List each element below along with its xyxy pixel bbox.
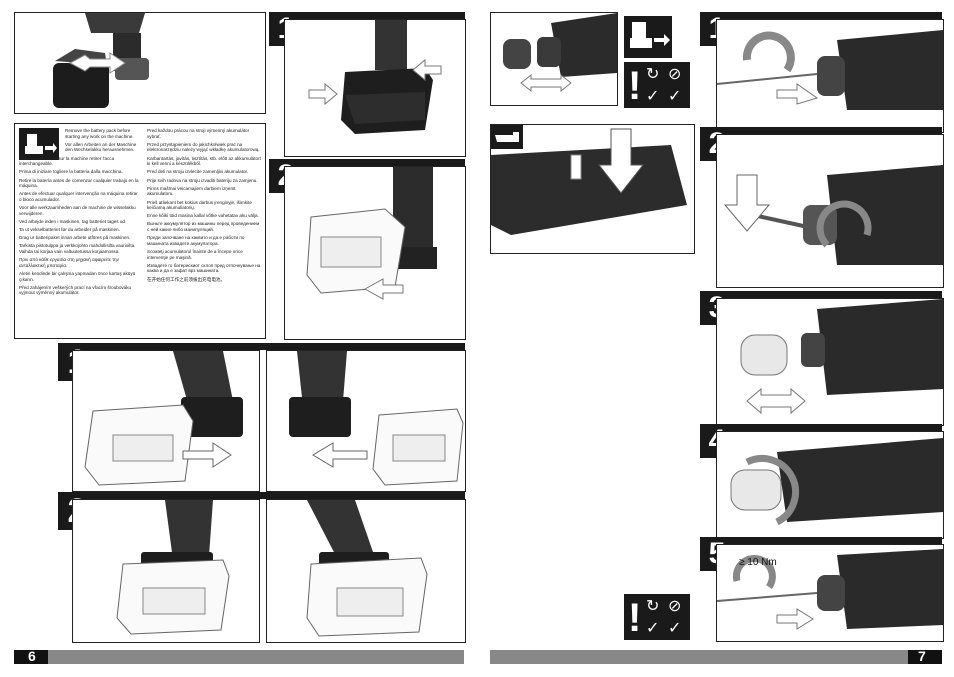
image-panel-chuck-swap [490,12,618,106]
image-panel-step2-hexkey [716,134,944,288]
image-panel-battery-slide [14,12,266,114]
page-footer [14,650,464,664]
image-panel-step2-battery [284,166,466,340]
image-panel-step4-tighten [716,431,944,539]
check-icon: ✓ [668,88,682,105]
page-number: 7 [918,648,926,664]
image-panel-step3-chuck [716,298,944,426]
step-bar [700,12,942,19]
check-icon: ✓ [646,88,660,105]
instructions-col-2: Pred každou prácou na stroji výmenný aku… [147,128,261,282]
warning-exclamation-icon: ! ↻ ⊘ ✓ ✓ [624,594,690,640]
battery-remove-icon [19,128,59,160]
hand-pointer-icon [491,125,523,149]
rotate-icon: ↻ [646,66,660,83]
check-icon: ✓ [668,620,682,637]
step-bar [58,492,465,499]
step-bar [700,291,942,298]
step-bar [700,537,942,544]
step-bar [269,12,465,19]
page-number: 6 [28,648,36,664]
torque-label: ≥ 10 Nm [739,557,777,568]
instructions-col-1: Remove the battery pack before starting … [19,128,139,296]
instructions-box: Remove the battery pack before starting … [14,123,266,339]
image-panel-charger-seated-2 [266,499,466,643]
image-panel-step5-screw: ≥ 10 Nm [716,544,944,642]
page-footer [490,650,942,664]
image-panel-step1-screw [716,19,944,133]
image-panel-charger-seated [72,499,260,643]
no-hammer-icon: ⊘ [668,66,682,83]
rotate-icon: ↻ [646,598,660,615]
check-icon: ✓ [646,620,660,637]
step-bar [58,343,465,350]
image-panel-direction-switch [490,124,695,254]
image-panel-remove-charger [72,350,260,492]
step-bar [700,424,942,431]
step-bar [269,159,465,166]
no-hammer-icon: ⊘ [668,598,682,615]
step-bar [700,127,942,134]
battery-remove-icon [624,16,672,58]
image-panel-insert-charger [266,350,466,492]
warning-exclamation-icon: ! ↻ ⊘ ✓ ✓ [624,62,690,108]
image-panel-step1-battery [284,19,466,157]
